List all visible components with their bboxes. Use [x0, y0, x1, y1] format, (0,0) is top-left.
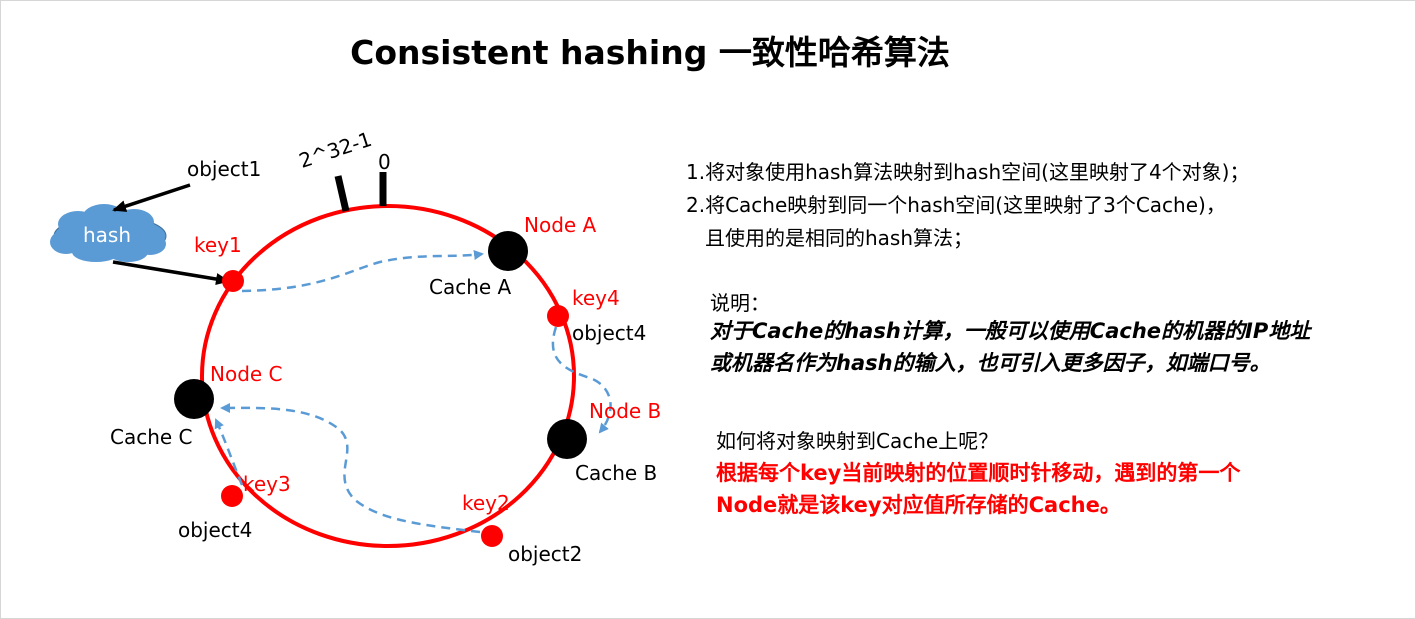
key4-point	[547, 305, 569, 327]
key3-label: key3	[243, 472, 291, 496]
object2-label: object2	[508, 542, 583, 566]
object4-right-label: object4	[572, 321, 647, 345]
answer-line-1: 根据每个key当前映射的位置顺时针移动，遇到的第一个	[716, 461, 1241, 485]
note-heading: 说明：	[710, 291, 770, 315]
step-1: 1.将对象使用hash算法映射到hash空间(这里映射了4个对象)；	[686, 160, 1250, 184]
hash-cloud-icon	[50, 204, 167, 262]
key4-to-node-b-arrow	[551, 326, 612, 434]
key4-label: key4	[572, 286, 620, 310]
hash-label: hash	[83, 223, 132, 247]
node-b	[547, 419, 587, 459]
cache-b-label: Cache B	[575, 461, 658, 485]
object1-to-hash-arrow	[112, 183, 191, 212]
question-line: 如何将对象映射到Cache上呢？	[716, 429, 999, 453]
key1-to-node-a-arrow	[241, 250, 484, 293]
hash-ring	[200, 204, 576, 548]
step-2: 2.将Cache映射到同一个hash空间(这里映射了3个Cache)，	[686, 193, 1226, 217]
note-line-1: 对于Cache的hash计算，一般可以使用Cache的机器的IP地址	[710, 319, 1311, 343]
key1-label: key1	[194, 233, 242, 257]
node-a-label: Node A	[524, 213, 597, 237]
page-title: Consistent hashing 一致性哈希算法	[350, 33, 950, 72]
answer-line-2: Node就是该key对应值所存储的Cache。	[716, 493, 1121, 517]
key3-to-node-c-arrow	[214, 418, 244, 486]
key3-point	[221, 485, 243, 507]
tick-max	[334, 175, 350, 212]
key1-point	[222, 270, 244, 292]
object4-left-label: object4	[178, 518, 253, 542]
cache-a-label: Cache A	[429, 275, 512, 299]
object1-label: object1	[187, 157, 262, 181]
node-c-label: Node C	[210, 362, 283, 386]
key2-to-node-c-arrow	[220, 402, 481, 534]
key2-label: key2	[462, 491, 510, 515]
note-line-2: 或机器名作为hash的输入，也可引入更多因子，如端口号。	[710, 351, 1271, 375]
node-c	[174, 379, 214, 419]
hash-to-key1-arrow	[112, 260, 230, 285]
step-2-continued: 且使用的是相同的hash算法；	[705, 226, 974, 250]
cache-c-label: Cache C	[110, 425, 193, 449]
key2-point	[481, 525, 503, 547]
node-b-label: Node B	[589, 399, 662, 423]
node-a	[488, 231, 528, 271]
ring-zero-label: 0	[378, 150, 391, 174]
